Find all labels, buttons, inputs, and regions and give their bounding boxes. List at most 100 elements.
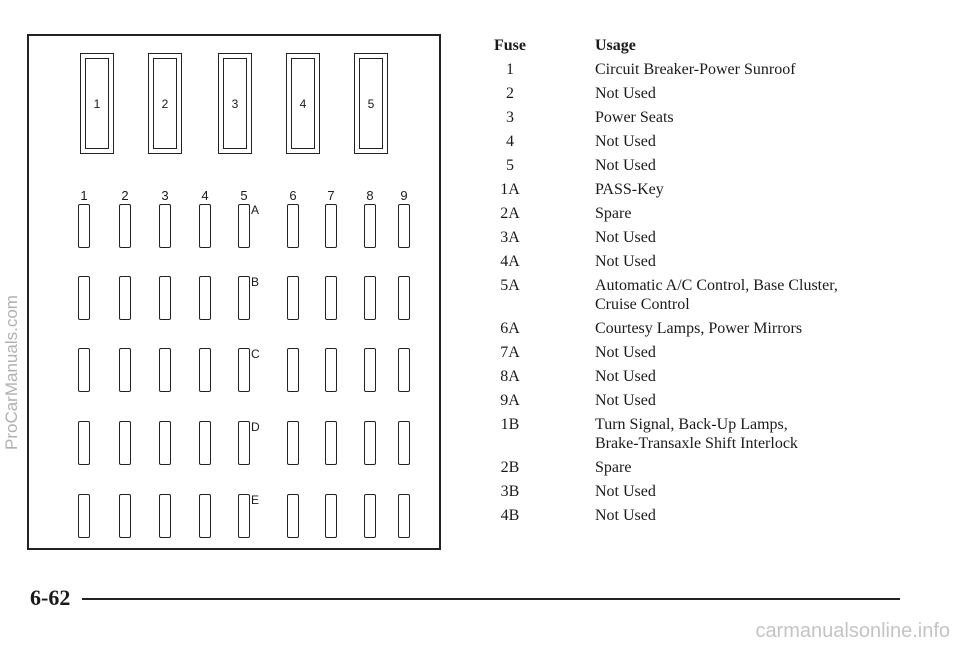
- large-fuse: 4: [286, 53, 320, 154]
- mini-fuse-slot: [199, 348, 211, 392]
- mini-fuse-slot: [119, 494, 131, 538]
- fuse-id: 9A: [500, 392, 520, 409]
- mini-fuse-slot: [238, 348, 250, 392]
- fuse-id: 1: [506, 61, 514, 78]
- mini-fuse-slot: [159, 204, 171, 248]
- mini-fuse-slot: [199, 421, 211, 465]
- column-number: 5: [240, 188, 248, 203]
- mini-fuse-slot: [398, 348, 410, 392]
- fuse-usage-line: Not Used: [595, 507, 656, 524]
- mini-fuse-slot: [119, 348, 131, 392]
- fuse-id: 5A: [500, 277, 520, 294]
- table-row: 4 Not Used: [490, 130, 910, 154]
- fuse-usage: Courtesy Lamps, Power Mirrors: [595, 317, 895, 341]
- column-number: 6: [289, 188, 297, 203]
- mini-fuse-slot: [364, 348, 376, 392]
- large-fuse-label: 5: [359, 58, 383, 149]
- fuse-usage: Turn Signal, Back-Up Lamps,Brake-Transax…: [595, 413, 895, 454]
- mini-fuse-slot: [199, 494, 211, 538]
- mini-fuse-slot: [364, 276, 376, 320]
- mini-fuse-slot: [364, 494, 376, 538]
- column-number: 2: [121, 188, 129, 203]
- mini-fuse-slot: [238, 494, 250, 538]
- row-letter: D: [251, 420, 260, 434]
- fuse-id: 7A: [500, 344, 520, 361]
- table-row: 4B Not Used: [490, 504, 910, 528]
- fuse-usage-line: Not Used: [595, 344, 656, 361]
- mini-fuse-slot: [364, 204, 376, 248]
- fuse-usage: Not Used: [595, 341, 895, 365]
- fuse-usage: Not Used: [595, 250, 895, 274]
- fuse-id: 4: [506, 133, 514, 150]
- fuse-usage-line: Not Used: [595, 253, 656, 270]
- mini-fuse-slot: [325, 276, 337, 320]
- large-fuse-label: 3: [223, 58, 247, 149]
- mini-fuse-slot: [119, 204, 131, 248]
- table-row: 5A Automatic A/C Control, Base Cluster,Cr…: [490, 274, 910, 315]
- mini-fuse-slot: [238, 276, 250, 320]
- side-watermark: ProCarManuals.com: [2, 295, 21, 450]
- row-letter: E: [251, 493, 260, 507]
- fuse-usage: Automatic A/C Control, Base Cluster,Crui…: [595, 274, 895, 315]
- row-letter: B: [251, 275, 260, 289]
- mini-fuse-slot: [238, 421, 250, 465]
- column-number: 8: [366, 188, 374, 203]
- fuse-usage-line: Not Used: [595, 229, 656, 246]
- fuse-usage: Spare: [595, 456, 895, 480]
- large-fuse: 5: [354, 53, 388, 154]
- fuse-id: 4B: [500, 507, 520, 524]
- column-number: 1: [80, 188, 88, 203]
- fuse-id: 3B: [500, 483, 520, 500]
- fuse-usage-line: Not Used: [595, 133, 656, 150]
- fuse-id: 3: [506, 109, 514, 126]
- mini-fuse-slot: [398, 421, 410, 465]
- large-fuse: 3: [218, 53, 252, 154]
- fuse-usage-line: Not Used: [595, 392, 656, 409]
- fuse-column-header: Fuse: [494, 37, 526, 54]
- mini-fuse-slot: [287, 421, 299, 465]
- mini-fuse-slot: [287, 276, 299, 320]
- page-number: 6-62: [30, 585, 71, 610]
- fuse-id: 8A: [500, 368, 520, 385]
- mini-fuse-slot: [287, 494, 299, 538]
- fuse-id: 2A: [500, 205, 520, 222]
- mini-fuse-slot: [119, 421, 131, 465]
- column-number: 9: [400, 188, 408, 203]
- fuse-usage-line: Spare: [595, 205, 632, 222]
- column-number: 4: [201, 188, 209, 203]
- mini-fuse-slot: [238, 204, 250, 248]
- mini-fuse-slot: [325, 204, 337, 248]
- fuse-usage-line: Power Seats: [595, 109, 674, 126]
- fuse-id: 1B: [500, 416, 520, 433]
- large-fuse-label: 4: [291, 58, 315, 149]
- fuse-usage: Not Used: [595, 504, 895, 528]
- usage-column-header: Usage: [595, 37, 636, 54]
- fuse-usage: Not Used: [595, 130, 895, 154]
- mini-fuse-slot: [78, 421, 90, 465]
- mini-fuse-slot: [159, 348, 171, 392]
- table-row: 9A Not Used: [490, 389, 910, 413]
- fuse-usage-line: Courtesy Lamps, Power Mirrors: [595, 320, 803, 337]
- mini-fuse-slot: [159, 421, 171, 465]
- table-header: Fuse Usage: [490, 34, 910, 58]
- table-row: 3 Power Seats: [490, 106, 910, 130]
- mini-fuse-slot: [364, 421, 376, 465]
- fuse-id: 5: [506, 157, 514, 174]
- mini-fuse-slot: [287, 204, 299, 248]
- large-fuse: 1: [80, 53, 114, 154]
- fuse-usage: Not Used: [595, 226, 895, 250]
- fuse-usage: Spare: [595, 202, 895, 226]
- large-fuse-label: 1: [85, 58, 109, 149]
- row-letter: C: [251, 347, 260, 361]
- mini-fuse-slot: [78, 276, 90, 320]
- table-row: 7A Not Used: [490, 341, 910, 365]
- mini-fuse-slot: [325, 348, 337, 392]
- fuse-usage: Not Used: [595, 82, 895, 106]
